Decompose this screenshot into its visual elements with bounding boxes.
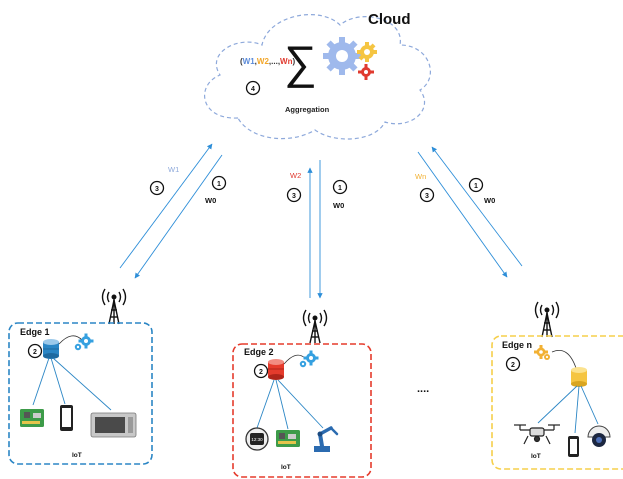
step-badge: 3 [419,187,435,203]
edge-box [491,335,623,470]
upload-weight-label: Wn [415,172,426,181]
step-badge: 1 [468,177,484,193]
drone-icon [514,424,560,445]
edge-box [8,322,153,465]
smartphone-icon [568,436,579,457]
link-edge-2: W2 3 1 W0 [286,160,348,299]
step-badge: 1 [211,175,227,191]
edge-title: Edge n [502,340,532,350]
gears-icon [299,350,319,368]
aggregation-formula: (W1,W2,...,Wn) [240,57,295,66]
antenna-icon [101,288,127,325]
step-badge: 3 [149,180,165,196]
svg-text:12:30: 12:30 [251,437,263,442]
upload-weight-label: W2 [290,171,301,180]
aggregation-label: Aggregation [285,105,330,114]
edge-title: Edge 1 [20,327,50,337]
svg-text:3: 3 [155,186,159,193]
download-weight-label: W0 [333,201,344,210]
cloud-title: Cloud [368,11,411,28]
svg-text:1: 1 [338,185,342,192]
svg-text:1: 1 [217,181,221,188]
more-edges-ellipsis: .... [417,383,429,395]
smartphone-icon [60,405,73,431]
gears-icon [323,37,377,80]
iot-label: IoT [281,464,291,471]
svg-text:3: 3 [292,193,296,200]
raspberry-pi-icon [276,430,300,447]
gears-icon [74,333,94,351]
step-badge: 2 [505,356,521,372]
database-icon [571,367,587,387]
iot-label: IoT [72,452,82,459]
gears-icon [534,345,550,360]
download-weight-label: W0 [205,196,216,205]
database-icon [268,359,284,380]
step-badge: 2 [253,363,269,379]
svg-text:2: 2 [33,349,37,356]
database-icon [43,339,59,359]
edge-node-1: Edge 1 2 [8,322,153,465]
cloud-node: Cloud (W1,W2,...,Wn) ∑ [204,11,431,140]
svg-text:3: 3 [425,193,429,200]
security-camera-icon [587,425,611,447]
iot-label: IoT [531,453,541,460]
raspberry-pi-icon [20,409,44,427]
antenna-icon [302,309,328,344]
svg-text:2: 2 [511,362,515,369]
upload-weight-label: W1 [168,165,179,174]
edge-title: Edge 2 [244,347,274,357]
step-badge: 3 [286,187,302,203]
link-edge-n: Wn 3 1 W0 [415,146,523,278]
svg-text:1: 1 [474,183,478,190]
step-badge: 1 [332,179,348,195]
sigma-icon: ∑ [284,36,317,88]
edge-box [232,343,372,478]
smartwatch-icon: 12:30 [245,427,269,451]
step-badge: 4 [245,80,261,96]
robot-arm-icon [314,426,339,452]
link-edge-1: W1 3 1 W0 [119,143,227,279]
antenna-icon [534,301,560,338]
download-weight-label: W0 [484,196,495,205]
step-badge: 2 [27,343,43,359]
microwave-icon [90,412,137,438]
edge-node-2: Edge 2 2 12:30 [232,343,372,478]
edge-node-n: Edge n 2 [491,335,623,470]
svg-text:4: 4 [251,86,255,93]
svg-text:2: 2 [259,369,263,376]
cloud-icon [204,14,431,140]
